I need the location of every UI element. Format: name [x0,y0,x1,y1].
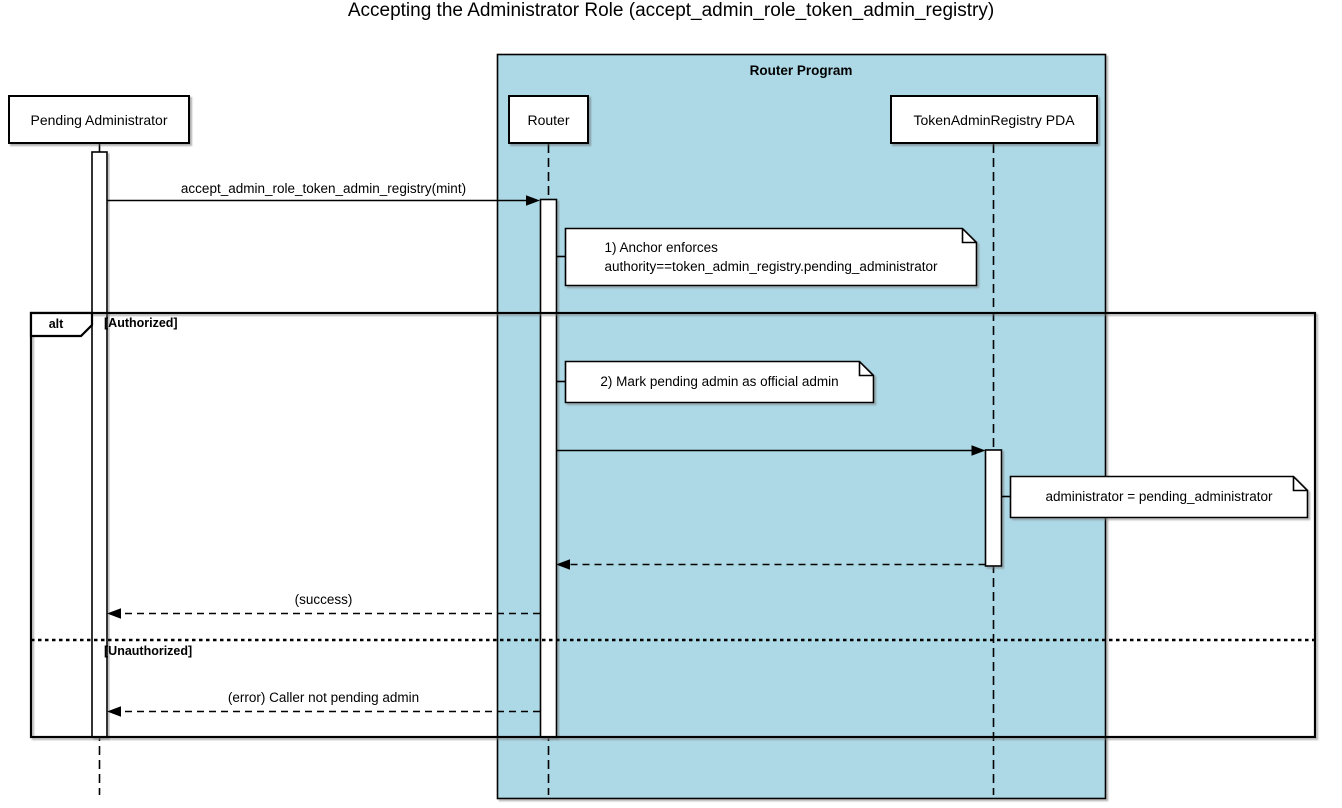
participant-router: Router [508,95,589,144]
message-call-arrowhead [526,195,540,206]
participant-pending-administrator: Pending Administrator [8,95,190,144]
guard-unauthorized: [Unauthorized] [104,644,193,658]
participant-token-admin-registry-pda-label: TokenAdminRegistry PDA [913,111,1075,128]
message-call-label: accept_admin_role_token_admin_registry(m… [180,181,467,196]
participant-router-label: Router [527,111,570,128]
message-success-label: (success) [294,592,353,607]
diagram-title: Accepting the Administrator Role (accept… [347,0,995,21]
note-set-admin-text-content: administrator = pending_administrator [1045,489,1273,505]
note-mark-admin [564,360,875,404]
message-registry-return-arrowhead [556,559,570,570]
alt-frame [29,311,1317,739]
note-mark-admin-text-content: 2) Mark pending admin as official admin [600,374,839,390]
router-program-label: Router Program [749,63,853,78]
note-anchor-enforces-fold [961,228,977,244]
activation-registry-pda [984,449,1003,567]
guard-authorized: [Authorized] [104,316,178,330]
note-anchor-enforces-text-content: 1) Anchor enforces authority==token_admi… [604,239,938,275]
router-program-box [496,53,1107,800]
alt-operator-label: alt [48,317,64,331]
note-set-admin [1009,475,1309,519]
message-success-arrowhead [107,608,121,619]
note-anchor-enforces-text: 1) Anchor enforces authority==token_admi… [566,229,976,285]
note-set-admin-fold [1292,476,1308,492]
note-anchor-enforces [564,227,978,287]
message-error-label: (error) Caller not pending admin [227,690,420,705]
alt-operator-pentagon [29,311,94,338]
participant-pending-administrator-label: Pending Administrator [30,111,168,128]
participant-token-admin-registry-pda: TokenAdminRegistry PDA [890,95,1098,144]
note-mark-admin-fold [858,361,874,377]
note-set-admin-text: administrator = pending_administrator [1011,477,1307,517]
message-error-arrowhead [107,706,121,717]
activation-router [539,198,558,738]
note-mark-admin-text: 2) Mark pending admin as official admin [566,362,873,402]
message-update-registry-arrowhead [971,445,986,456]
